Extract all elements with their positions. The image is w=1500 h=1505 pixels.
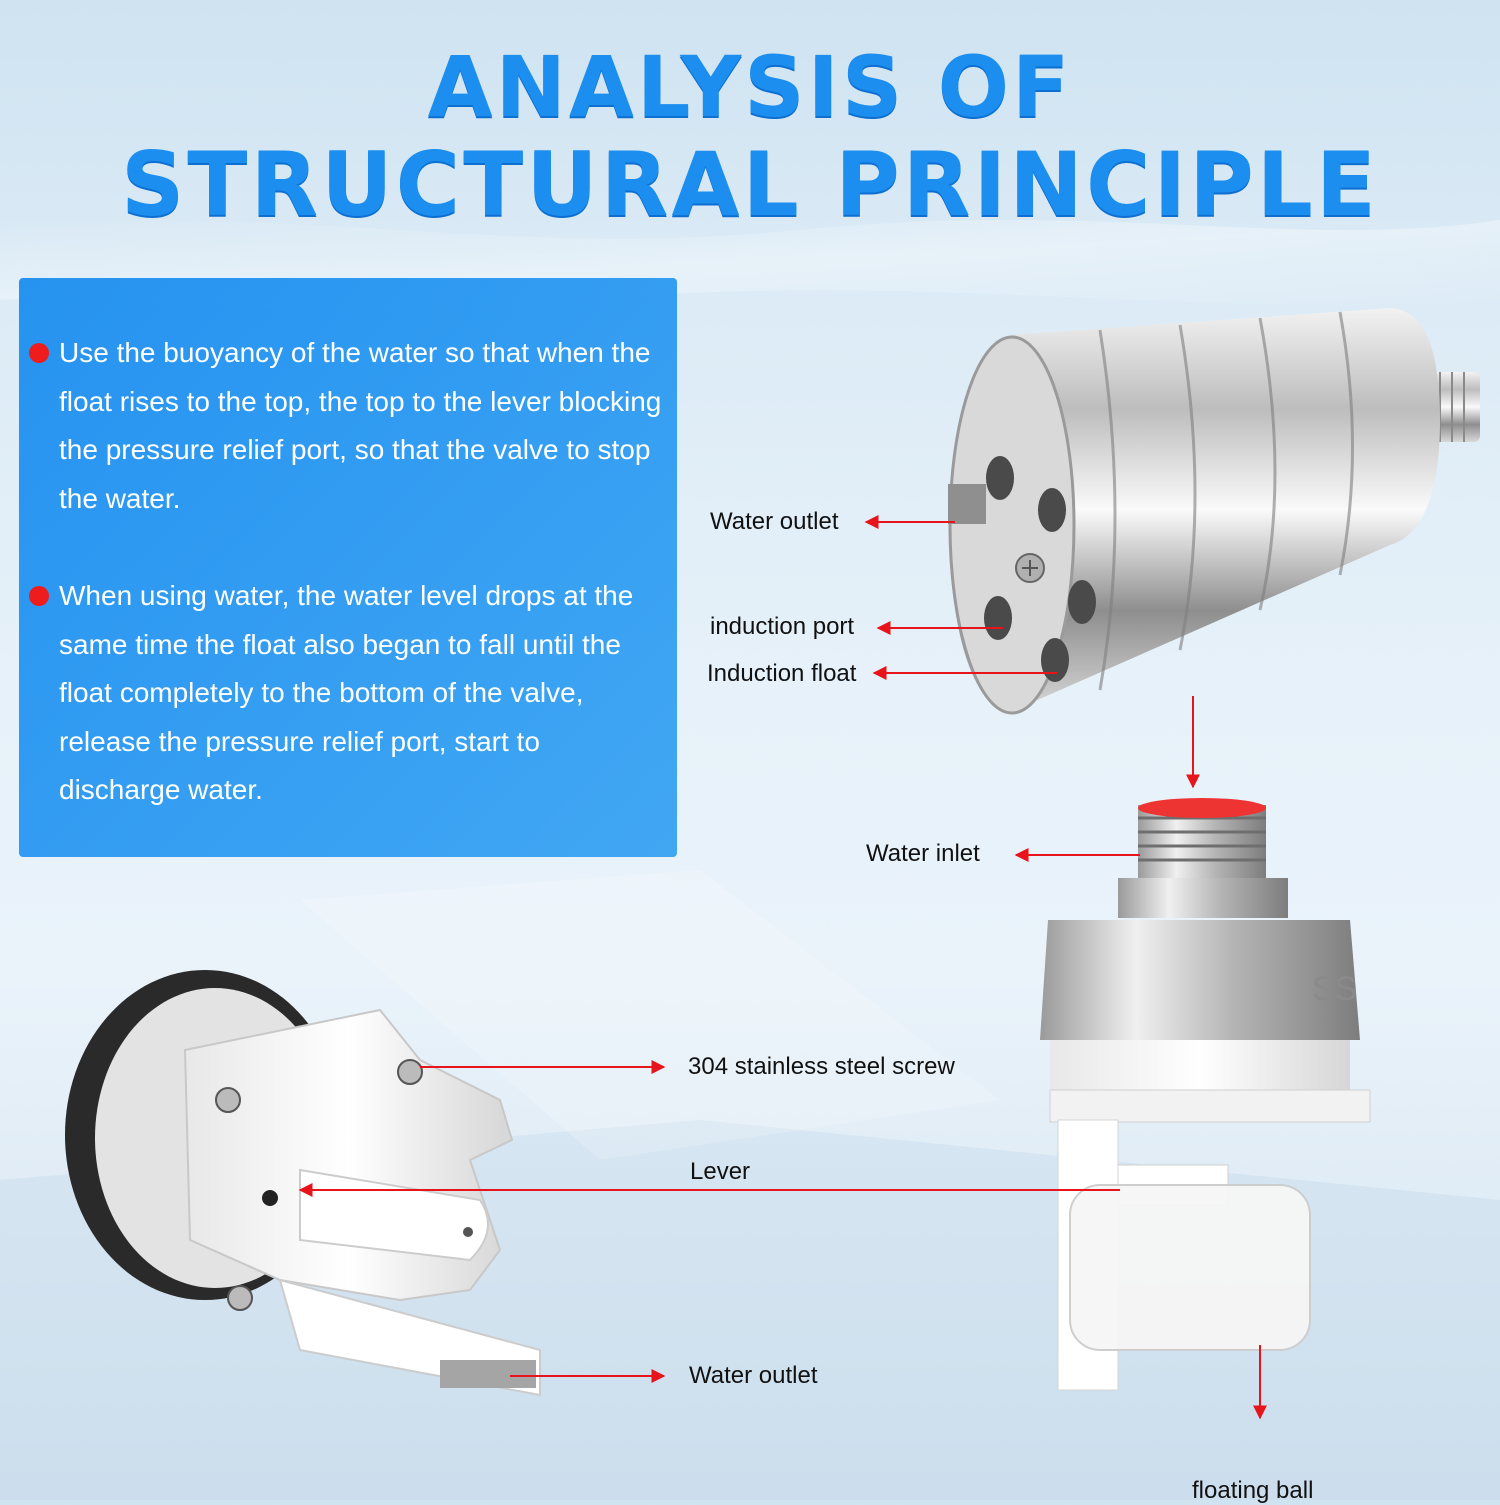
label-water-outlet-top: Water outlet — [710, 508, 839, 535]
assembled-valve-image: SS — [1040, 798, 1371, 1391]
info-panel — [19, 278, 677, 857]
svg-text:SS: SS — [1312, 970, 1357, 1008]
title-line-2: STRUCTURAL PRINCIPLE — [121, 133, 1379, 236]
bullet-dot — [29, 586, 49, 606]
label-induction-float: Induction float — [707, 660, 857, 687]
label-screw: 304 stainless steel screw — [688, 1053, 955, 1080]
bullet-dot — [29, 343, 49, 363]
label-floating-ball: floating ball — [1192, 1477, 1314, 1504]
steel-float-valve-image — [948, 308, 1480, 715]
label-lever: Lever — [690, 1158, 751, 1185]
info-point-2: When using water, the water level drops … — [59, 580, 634, 805]
title-line-1: ANALYSIS OF — [427, 38, 1073, 136]
callout-arrows — [298, 515, 1267, 1420]
label-water-inlet: Water inlet — [866, 840, 980, 867]
label-induction-port: induction port — [710, 613, 855, 640]
label-water-outlet-bottom: Water outlet — [689, 1362, 818, 1389]
info-point-1: Use the buoyancy of the water so that wh… — [59, 337, 662, 514]
lever-assembly-image — [65, 970, 541, 1397]
